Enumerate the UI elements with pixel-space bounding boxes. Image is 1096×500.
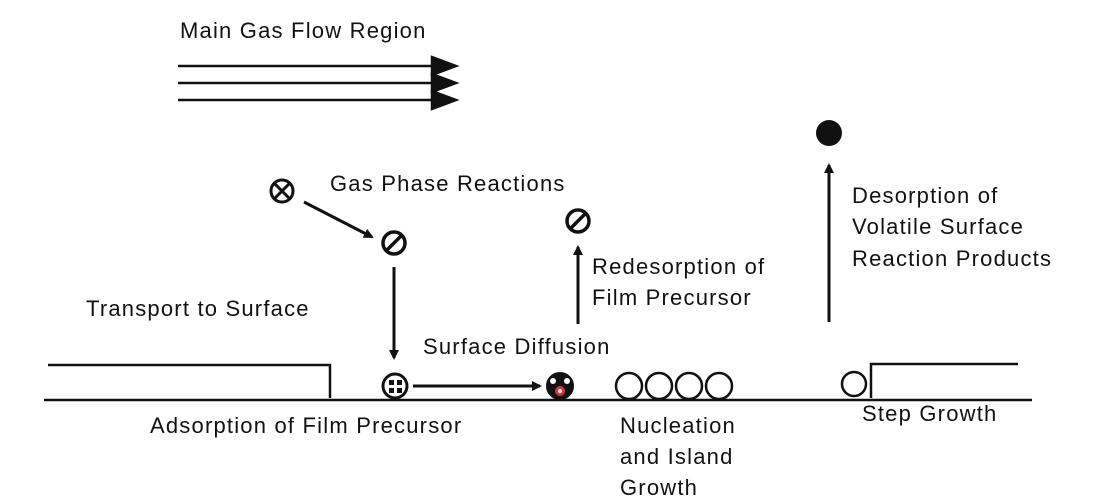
diffusing-precursor-molecule [546,372,574,400]
step-growth-atom [840,370,868,398]
redesorbed-precursor-molecule [565,208,591,234]
surface-diffusion-label: Surface Diffusion [423,334,611,359]
gas-phase-reactant-molecule [269,178,295,204]
redesorption-label-line1: Redesorption of [592,254,765,279]
volatile-product-molecule [816,120,842,146]
nucleation-label-line2: and Island [620,444,734,469]
gas-phase-reaction-arrow [303,200,374,239]
desorption-label-line2: Volatile Surface [852,214,1024,239]
step-growth-label: Step Growth [862,401,997,426]
nucleation-island [614,371,734,401]
substrate-surface [44,362,1032,402]
adsorption-label: Adsorption of Film Precursor [150,413,462,438]
desorption-label-line3: Reaction Products [852,246,1052,271]
adsorbed-precursor-molecule [381,372,409,400]
gas-phase-reactions-label: Gas Phase Reactions [330,171,566,196]
main-gas-flow-label: Main Gas Flow Region [180,18,427,43]
desorption-label-line1: Desorption of [852,183,998,208]
nucleation-label-line1: Nucleation [620,413,736,438]
film-precursor-molecule [381,230,407,256]
redesorption-label-line2: Film Precursor [592,285,752,310]
transport-to-surface-label: Transport to Surface [86,296,310,321]
gas-flow-arrows [178,55,460,111]
nucleation-label-line3: Growth [620,475,698,500]
